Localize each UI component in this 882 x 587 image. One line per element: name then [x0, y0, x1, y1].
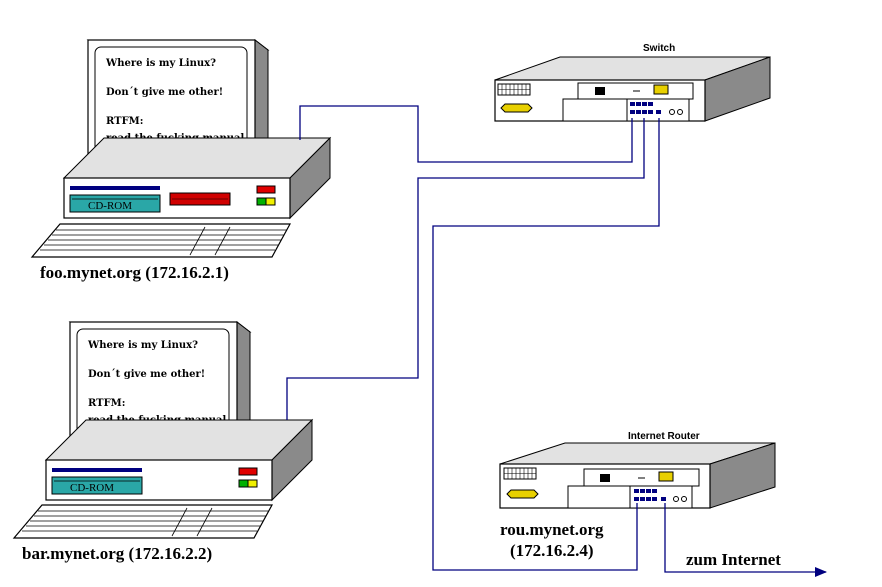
status-led-yellow — [247, 479, 258, 488]
computer-foo: Where is my Linux? Don´t give me other! … — [30, 38, 332, 282]
cable-router-switch — [432, 118, 660, 571]
cdrom-label: CD-ROM — [70, 482, 114, 494]
screen-line: RTFM: — [88, 398, 125, 409]
floppy-slot — [52, 468, 142, 472]
screen-line: Don´t give me other! — [106, 87, 223, 98]
router-host-label: rou.mynet.org — [500, 520, 604, 539]
router-title: Internet Router — [628, 431, 700, 442]
pc-case: CD-ROM — [62, 136, 332, 220]
router-ip-label: (172.16.2.4) — [510, 541, 594, 560]
host-label: bar.mynet.org (172.16.2.2) — [22, 544, 212, 563]
switch-title: Switch — [643, 43, 675, 54]
status-led-green — [256, 197, 267, 206]
pc-case: CD-ROM — [44, 418, 314, 502]
internet-label: zum Internet — [686, 550, 781, 569]
screen-line: RTFM: — [106, 116, 143, 127]
cable-router-internet — [664, 503, 827, 577]
status-led-yellow — [265, 197, 276, 206]
cdrom-label: CD-ROM — [88, 200, 132, 212]
screen-line: Don´t give me other! — [88, 369, 205, 380]
keyboard — [12, 504, 274, 539]
network-cables — [286, 105, 827, 577]
switch-device: Switch — [494, 43, 771, 122]
router-device: Internet Router rou.mynet.org (172.16.2.… — [499, 431, 776, 560]
cable-foo-switch — [299, 105, 633, 163]
status-led-green — [238, 479, 249, 488]
screen-line: Where is my Linux? — [87, 340, 198, 351]
computer-bar: Where is my Linux? Don´t give me other! … — [12, 320, 314, 563]
cable-bar-switch — [286, 118, 645, 420]
screen-line: Where is my Linux? — [105, 58, 216, 69]
power-led — [256, 185, 276, 194]
floppy-slot — [70, 186, 160, 190]
power-led — [238, 467, 258, 476]
keyboard — [30, 223, 292, 258]
host-label: foo.mynet.org (172.16.2.1) — [40, 263, 229, 282]
